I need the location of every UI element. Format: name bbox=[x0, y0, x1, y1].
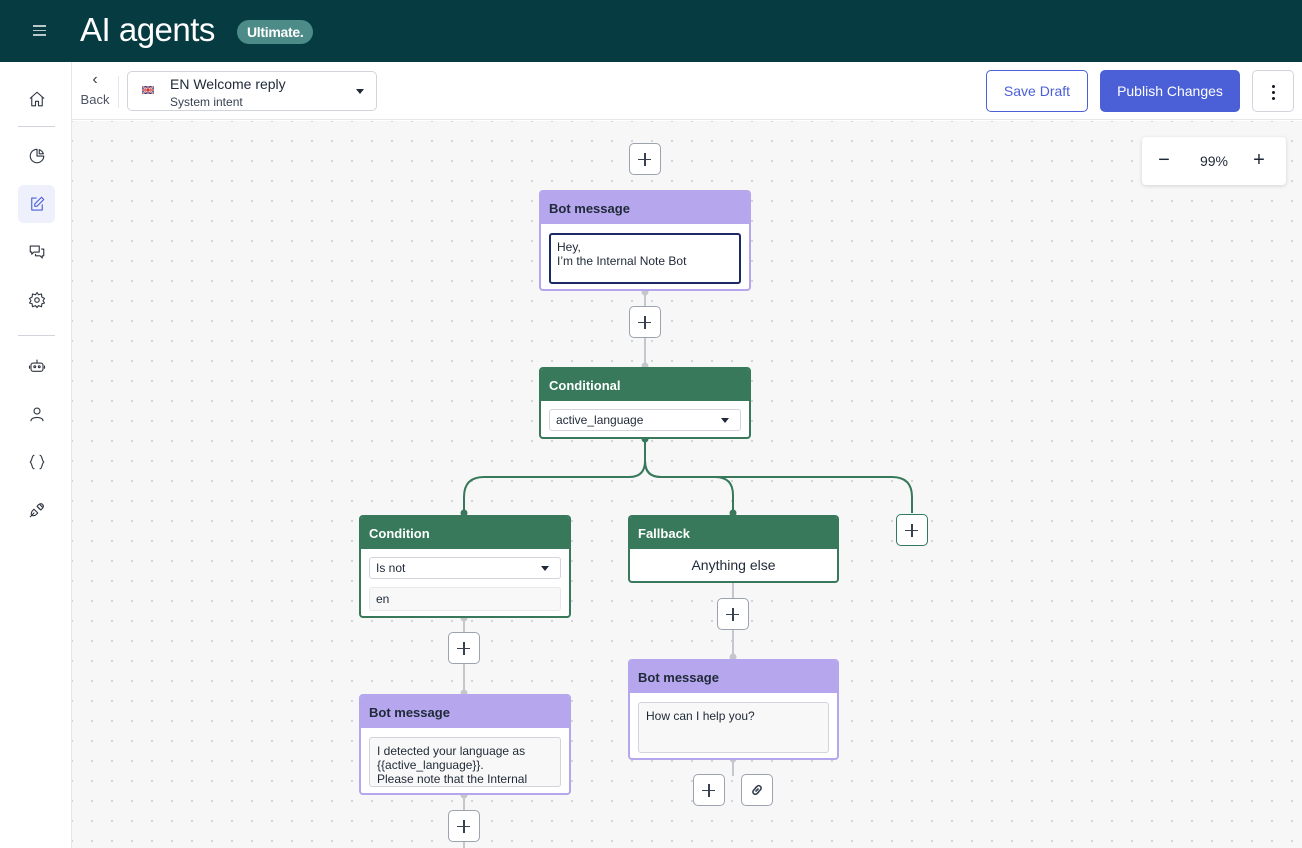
bot-icon bbox=[28, 359, 45, 372]
node-header: Bot message bbox=[630, 661, 837, 693]
add-step-button[interactable] bbox=[448, 810, 480, 842]
zoom-control: − 99% + bbox=[1142, 137, 1286, 185]
plan-badge: Ultimate. bbox=[237, 20, 314, 44]
add-step-button[interactable] bbox=[693, 774, 725, 806]
link-icon bbox=[752, 784, 762, 796]
sidebar bbox=[0, 62, 72, 848]
operator-select-value: Is not bbox=[376, 561, 406, 575]
message-text-field[interactable]: I detected your language as {{active_lan… bbox=[369, 737, 561, 787]
home-icon bbox=[29, 91, 44, 107]
condition-value-input[interactable]: en bbox=[369, 587, 561, 611]
top-bar: AI agents Ultimate. bbox=[0, 0, 1302, 62]
intent-type: System intent bbox=[170, 95, 243, 109]
add-branch-button[interactable] bbox=[896, 514, 928, 546]
integration-plug-icon bbox=[29, 503, 44, 518]
flow-canvas[interactable]: − 99% + Bot message Hey, I’m the Interna… bbox=[72, 121, 1302, 848]
sidebar-item-bot[interactable] bbox=[18, 347, 55, 385]
add-step-button[interactable] bbox=[717, 598, 749, 630]
uk-flag-icon bbox=[142, 86, 154, 94]
sidebar-item-editor[interactable] bbox=[18, 185, 55, 223]
publish-changes-button[interactable]: Publish Changes bbox=[1100, 70, 1240, 112]
editor-toolbar: ‹ Back EN Welcome reply System intent Sa… bbox=[72, 62, 1302, 120]
sidebar-divider bbox=[18, 335, 55, 336]
hamburger-menu-icon[interactable] bbox=[30, 22, 50, 40]
message-line: I detected your language as bbox=[377, 744, 526, 758]
message-line: I’m the Internal Note Bot bbox=[557, 254, 687, 268]
user-icon bbox=[29, 407, 44, 422]
sidebar-item-variables[interactable] bbox=[18, 443, 55, 481]
link-step-button[interactable] bbox=[741, 774, 773, 806]
toolbar-divider bbox=[118, 76, 119, 108]
save-draft-button[interactable]: Save Draft bbox=[986, 70, 1088, 112]
edit-icon bbox=[30, 196, 44, 211]
operator-select[interactable]: Is not bbox=[369, 557, 561, 579]
more-options-button[interactable] bbox=[1252, 70, 1294, 112]
node-header: Condition bbox=[361, 517, 569, 549]
caret-down-icon bbox=[721, 418, 729, 423]
node-header: Conditional bbox=[541, 369, 749, 401]
sidebar-item-users[interactable] bbox=[18, 395, 55, 433]
node-header: Fallback bbox=[630, 517, 837, 549]
variable-select[interactable]: active_language bbox=[549, 409, 741, 431]
message-line: Hey, bbox=[557, 240, 581, 254]
conversations-icon bbox=[29, 245, 44, 259]
conditional-node[interactable]: Conditional active_language bbox=[539, 367, 751, 439]
zoom-level: 99% bbox=[1199, 153, 1229, 169]
intent-name: EN Welcome reply bbox=[170, 76, 286, 92]
intent-selector[interactable]: EN Welcome reply System intent bbox=[127, 71, 377, 111]
back-button[interactable]: ‹ Back bbox=[79, 72, 111, 112]
node-header: Bot message bbox=[541, 192, 749, 224]
zoom-out-button[interactable]: − bbox=[1158, 149, 1170, 171]
sidebar-item-analytics[interactable] bbox=[18, 137, 55, 175]
variable-select-value: active_language bbox=[556, 413, 644, 427]
app-title: AI agents bbox=[80, 11, 215, 48]
condition-branch-node[interactable]: Condition Is not en bbox=[359, 515, 571, 618]
node-header: Bot message bbox=[361, 696, 569, 728]
message-line: Please note that the Internal Note Bot bbox=[377, 772, 528, 786]
fallback-branch-node[interactable]: Fallback Anything else bbox=[628, 515, 839, 583]
sidebar-item-settings[interactable] bbox=[18, 281, 55, 319]
fallback-label: Anything else bbox=[691, 557, 776, 573]
message-line: How can I help you? bbox=[646, 709, 755, 723]
bot-message-node-detected-language[interactable]: Bot message I detected your language as … bbox=[359, 694, 571, 795]
caret-down-icon bbox=[356, 89, 364, 94]
bot-message-node-welcome[interactable]: Bot message Hey, I’m the Internal Note B… bbox=[539, 190, 751, 291]
add-step-button[interactable] bbox=[629, 306, 661, 338]
settings-icon bbox=[28, 291, 45, 309]
zoom-in-button[interactable]: + bbox=[1253, 149, 1265, 171]
analytics-icon bbox=[29, 148, 44, 164]
message-line: {{active_language}}. bbox=[377, 758, 484, 772]
message-text-field[interactable]: How can I help you? bbox=[638, 702, 829, 753]
back-label: Back bbox=[80, 92, 110, 107]
sidebar-item-conversations[interactable] bbox=[18, 233, 55, 271]
caret-down-icon bbox=[541, 566, 549, 571]
add-step-button[interactable] bbox=[448, 632, 480, 664]
code-braces-icon bbox=[29, 454, 44, 470]
sidebar-divider bbox=[18, 126, 55, 127]
sidebar-item-home[interactable] bbox=[18, 80, 55, 118]
add-step-button[interactable] bbox=[629, 143, 661, 175]
sidebar-item-integrations[interactable] bbox=[18, 491, 55, 529]
chevron-left-icon: ‹ bbox=[92, 71, 98, 88]
message-text-field[interactable]: Hey, I’m the Internal Note Bot bbox=[549, 233, 741, 284]
bot-message-node-help[interactable]: Bot message How can I help you? bbox=[628, 659, 839, 760]
